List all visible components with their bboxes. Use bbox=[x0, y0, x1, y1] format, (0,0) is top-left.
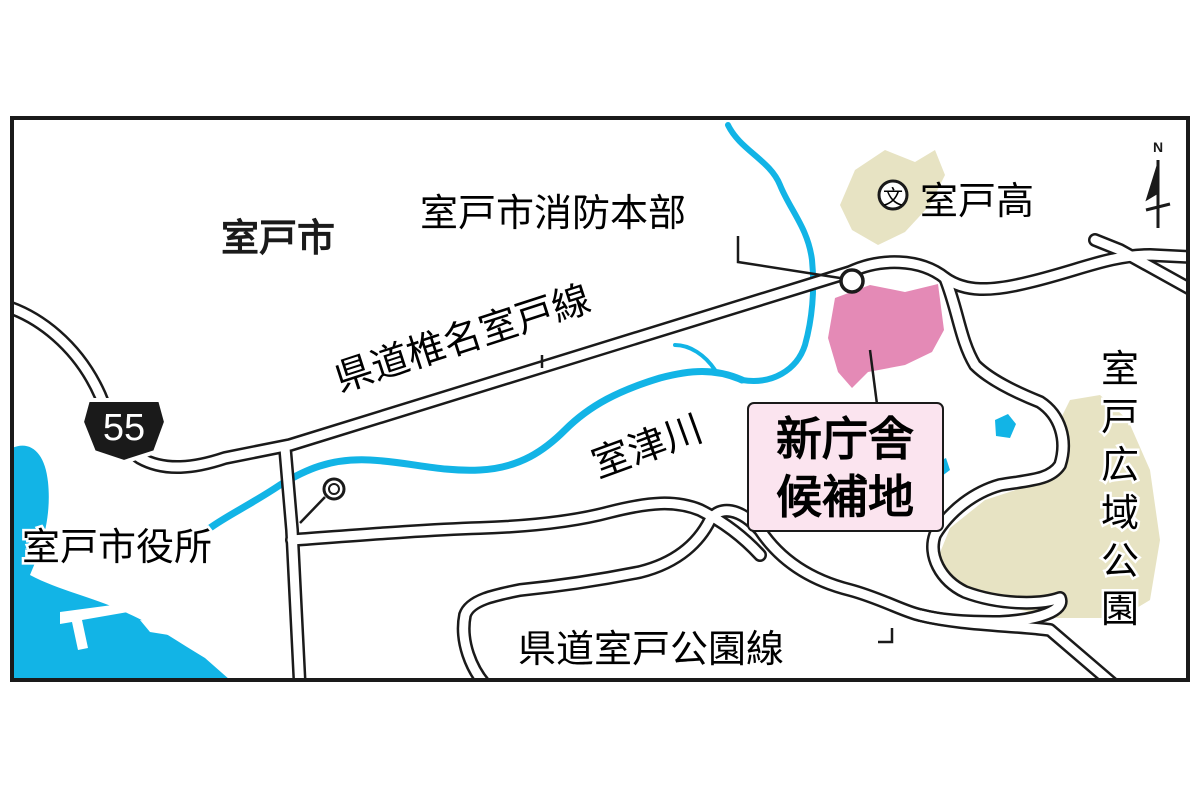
route-number: 55 bbox=[103, 407, 145, 449]
svg-text:文: 文 bbox=[883, 185, 903, 209]
river bbox=[206, 122, 817, 532]
fire-hq-label: 室戸市消防本部 bbox=[420, 191, 686, 235]
city-hall-label: 室戸市役所 bbox=[22, 525, 212, 569]
route-55-shield: 55 bbox=[79, 398, 169, 465]
park-label-char: 域 bbox=[1101, 491, 1139, 535]
park-label-char: 園 bbox=[1101, 587, 1139, 631]
map-border bbox=[10, 116, 1190, 682]
park-area-regional bbox=[935, 395, 1160, 618]
park-label-char: 広 bbox=[1101, 443, 1139, 487]
harbor-pier bbox=[140, 620, 200, 640]
pond bbox=[995, 414, 1016, 438]
candidate-site-label-line2: 候補地 bbox=[776, 470, 914, 524]
park-label: 室 戸 広 域 公 園 bbox=[1098, 345, 1141, 634]
harbor-pier bbox=[60, 604, 128, 650]
school-label: 室戸高 bbox=[920, 179, 1034, 223]
north-label: N bbox=[1153, 139, 1163, 155]
candidate-site-label-line1: 新庁舎 bbox=[776, 412, 914, 466]
park-label-char: 戸 bbox=[1101, 395, 1139, 439]
city-hall-marker bbox=[322, 477, 346, 501]
park-label-char: 室 bbox=[1101, 347, 1139, 391]
leader-lines bbox=[299, 236, 894, 644]
city-name-label: 室戸市 bbox=[221, 216, 335, 260]
prefectural-road-park-label: 県道室戸公園線 bbox=[518, 627, 784, 671]
fire-hq-marker bbox=[839, 268, 865, 294]
school-icon: 文 bbox=[877, 179, 909, 211]
north-arrow-icon: N bbox=[1145, 139, 1171, 228]
candidate-site-callout bbox=[747, 402, 944, 532]
candidate-site-area bbox=[828, 284, 944, 388]
park-label-char: 公 bbox=[1101, 539, 1139, 583]
